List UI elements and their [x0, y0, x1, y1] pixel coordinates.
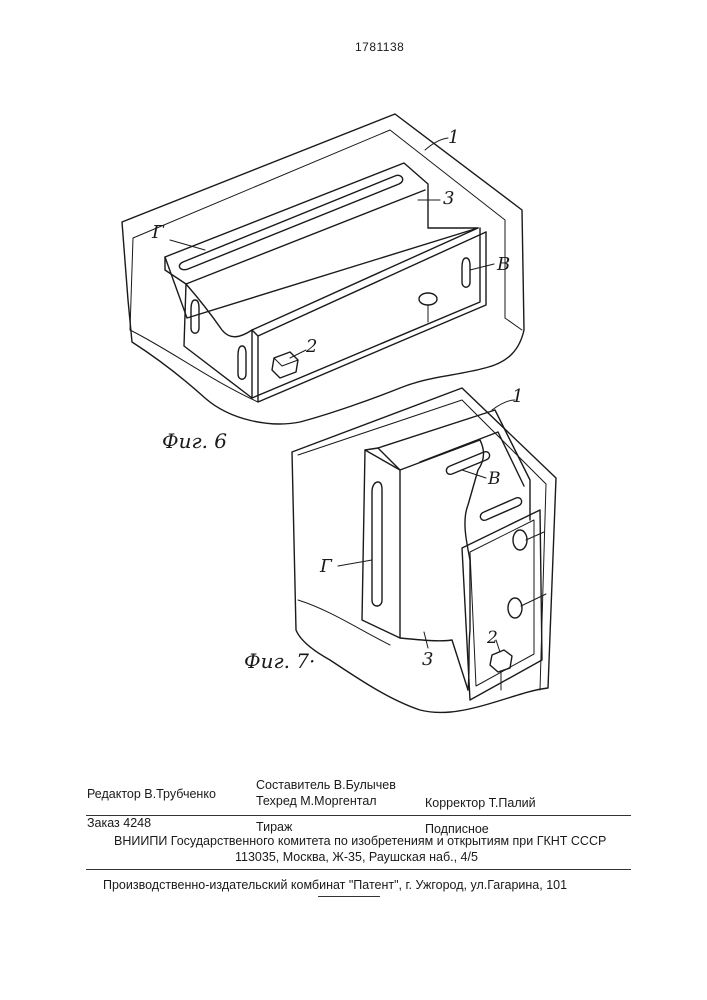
fig6-label-2: 2	[305, 336, 317, 357]
fig7-bracket-left-plate	[362, 448, 400, 638]
fig6-front-base	[252, 228, 480, 398]
fig7-slot-g	[372, 482, 382, 606]
fig6-housing-inner-back	[130, 238, 133, 330]
fig7-label-1: 1	[512, 386, 523, 407]
divider-3	[318, 896, 380, 897]
fig7-label-g: Г	[319, 556, 333, 577]
corrector: Корректор Т.Палий	[425, 796, 536, 810]
fig6-web	[186, 228, 478, 337]
fig6-bracket-flange	[186, 190, 425, 284]
fig6-front-plate	[258, 232, 486, 402]
divider-2	[86, 869, 631, 870]
fig7-front-plate-inner	[470, 520, 534, 686]
fig7-bracket-front	[400, 638, 468, 690]
fig6-housing-floor-right	[505, 318, 522, 330]
fig6-label-3: 3	[443, 188, 454, 209]
order-number: Заказ 4248	[87, 816, 151, 830]
fig6-hole	[419, 293, 437, 305]
address: 113035, Москва, Ж-35, Раушская наб., 4/5	[235, 850, 478, 864]
fig7-leader-v	[462, 470, 486, 478]
fig6-housing-inner-rim	[133, 130, 505, 318]
fig7-hole-upper	[513, 530, 527, 550]
fig7-leader-g	[338, 560, 372, 566]
techred: Техред М.Моргентал	[256, 794, 377, 808]
fig6-label-v: В	[496, 254, 510, 275]
fig6-bracket-top-front	[165, 257, 186, 284]
fig6-housing-floor-edge	[130, 330, 258, 402]
fig6-label-g: Г	[151, 222, 165, 243]
institute: ВНИИПИ Государственного комитета по изоб…	[114, 834, 606, 848]
fig7-bolt-head	[490, 650, 512, 672]
fig6-leader-v	[470, 264, 494, 270]
fig7-hole-lower	[508, 598, 522, 618]
fig6-slot-right	[462, 258, 470, 287]
fig7-housing-rim	[298, 400, 546, 690]
fig7-housing-floor	[298, 600, 390, 645]
fig6-slot-front	[238, 346, 246, 379]
fig6-label-1: 1	[448, 127, 459, 148]
fig6-bolt-edge	[274, 358, 282, 366]
fig7-hole-upper-axis	[526, 532, 544, 540]
divider-1	[86, 815, 631, 816]
circulation: Тираж	[256, 820, 292, 834]
fig7-label-3: 3	[422, 649, 433, 670]
fig6-slot-top	[179, 175, 402, 269]
fig7-bracket-flange-top	[420, 432, 524, 486]
fig6-caption: Фиг. 6	[162, 429, 227, 453]
patent-drawings: 1 3 Г В 2 Фиг. 6	[0, 0, 707, 760]
figure-7: 1 В Г 2 3 Фиг. 7·	[244, 386, 556, 712]
fig6-bolt-edge2	[282, 360, 298, 366]
fig7-caption: Фиг. 7·	[244, 649, 315, 673]
publisher: Производственно-издательский комбинат "П…	[103, 878, 567, 892]
fig7-label-v: В	[487, 469, 501, 489]
compiler: Составитель В.Булычев	[256, 778, 396, 792]
editor: Редактор В.Трубченко	[87, 787, 216, 801]
fig7-slot-upper	[480, 498, 521, 521]
fig7-label-2: 2	[486, 628, 498, 648]
